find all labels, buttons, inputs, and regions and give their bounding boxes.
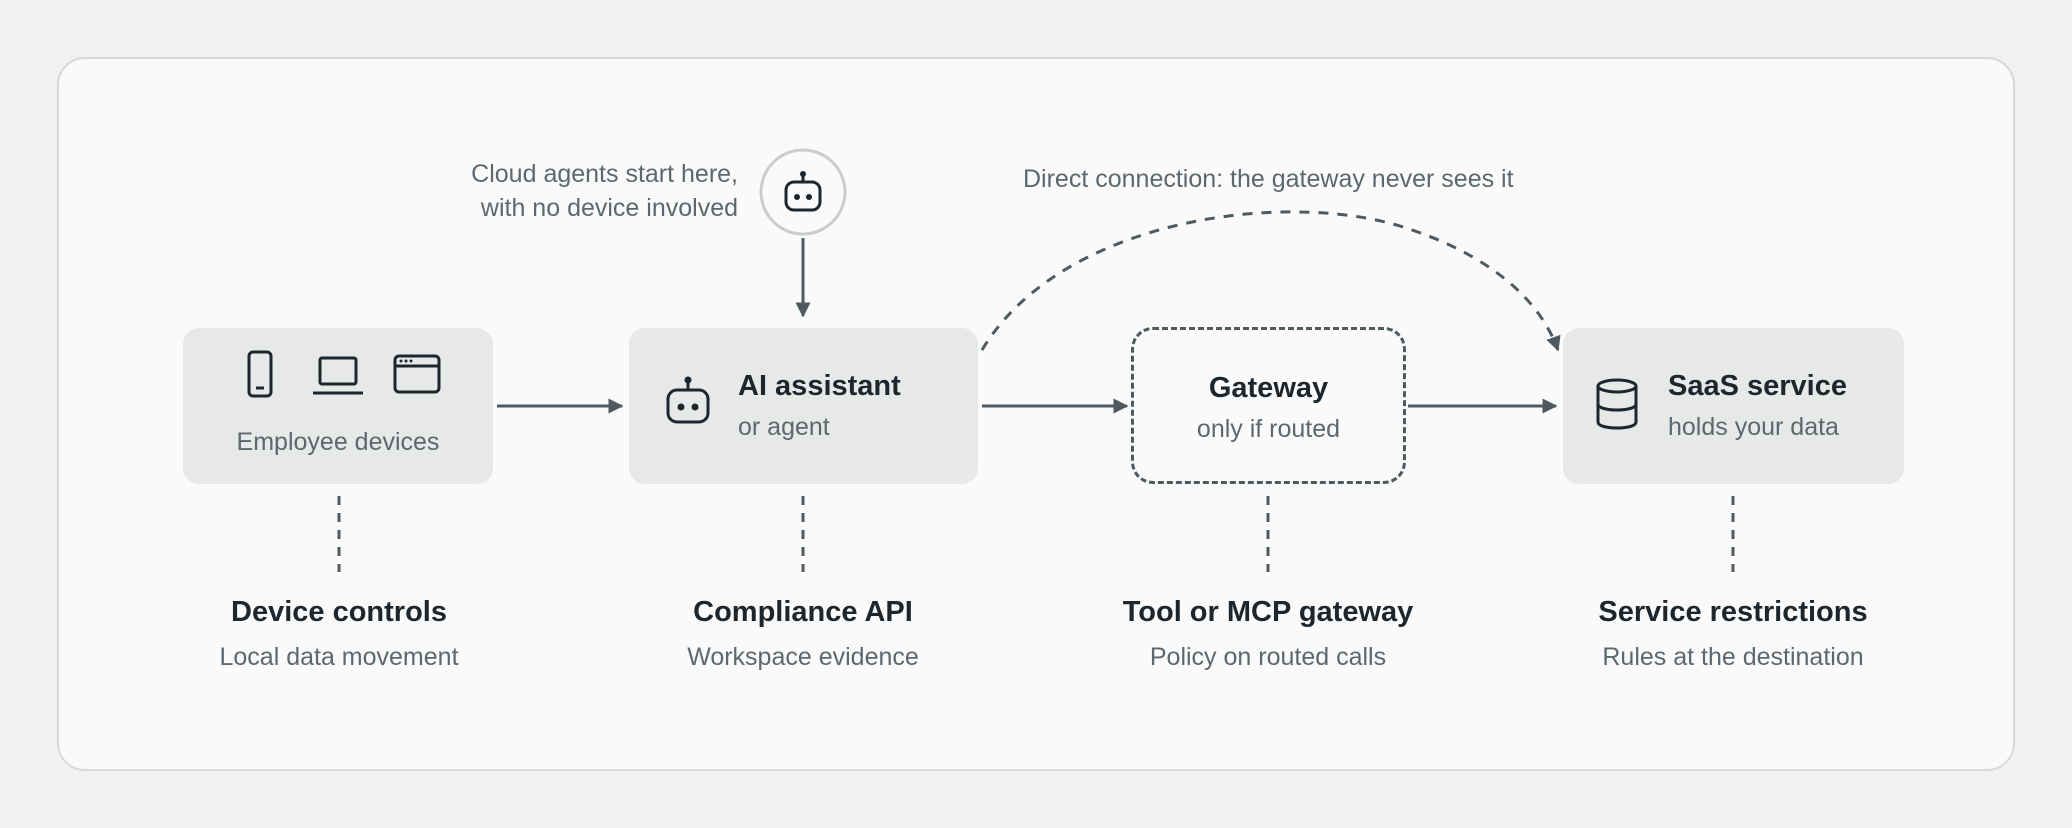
layer-tool-gateway-title: Tool or MCP gateway	[1122, 596, 1414, 628]
gateway-title: Gateway	[1208, 372, 1329, 404]
layer-compliance-api-title: Compliance API	[693, 596, 913, 628]
ai-assistant-node: AI assistant or agent	[629, 328, 978, 484]
robot-icon	[666, 376, 710, 424]
layer-device-controls-subtitle: Local data movement	[219, 643, 459, 671]
employee-devices-node: Employee devices	[183, 328, 493, 484]
saas-service-subtitle: holds your data	[1668, 413, 1839, 441]
layer-device-controls-title: Device controls	[231, 596, 447, 628]
laptop-icon	[313, 356, 363, 395]
phone-icon	[247, 350, 273, 398]
browser-window-icon	[393, 354, 441, 394]
database-icon	[1596, 378, 1638, 430]
cloud-agent-circle	[759, 148, 847, 236]
layer-service-restrictions-title: Service restrictions	[1598, 596, 1868, 628]
employee-devices-label: Employee devices	[236, 428, 440, 456]
gateway-subtitle: only if routed	[1196, 415, 1341, 443]
direct-connection-label: Direct connection: the gateway never see…	[1023, 165, 1514, 193]
cloud-agent-caption-line2: with no device involved	[480, 194, 738, 222]
ai-assistant-title: AI assistant	[738, 370, 901, 402]
cloud-agent-caption-line1: Cloud agents start here,	[471, 160, 738, 188]
saas-service-title: SaaS service	[1668, 370, 1847, 402]
layer-tool-gateway-subtitle: Policy on routed calls	[1149, 643, 1387, 671]
direct-connection-arc	[980, 210, 1561, 352]
ai-assistant-subtitle: or agent	[738, 413, 830, 441]
robot-icon	[784, 171, 822, 212]
saas-service-node: SaaS service holds your data	[1563, 328, 1904, 484]
layer-compliance-api-subtitle: Workspace evidence	[687, 643, 919, 671]
gateway-node: Gateway only if routed	[1131, 327, 1406, 484]
layer-service-restrictions-subtitle: Rules at the destination	[1602, 643, 1864, 671]
